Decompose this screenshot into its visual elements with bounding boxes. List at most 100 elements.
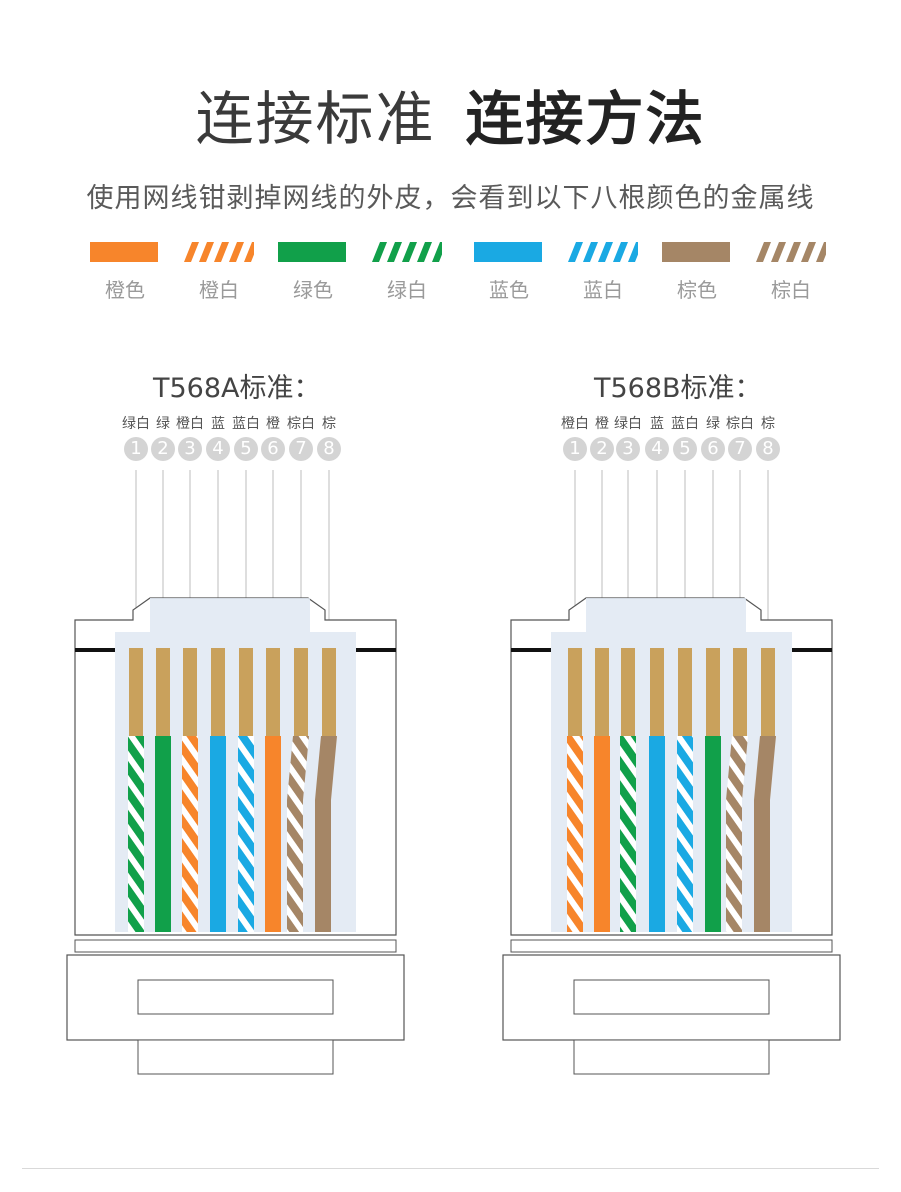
copper-contact xyxy=(595,648,609,736)
title-method: 连接方法 xyxy=(465,85,706,153)
pin-label: 橙 xyxy=(266,416,280,432)
color-legend: 橙色 橙白 绿色绿白 蓝色 蓝白棕色 棕白 xyxy=(0,242,901,312)
standard-b-title: T568B标准： xyxy=(594,373,762,404)
legend-stripe xyxy=(417,242,432,262)
legend-stripe xyxy=(598,242,613,262)
legend-stripe xyxy=(786,242,801,262)
copper-contact xyxy=(621,648,635,736)
legend-stripe xyxy=(756,242,771,262)
legend-label: 绿白 xyxy=(387,278,427,302)
pin-number: 6 xyxy=(701,437,725,461)
legend-swatch: 绿白 xyxy=(372,242,447,312)
legend-stripe xyxy=(613,242,628,262)
pin-number: 7 xyxy=(289,437,313,461)
copper-contact xyxy=(266,648,280,736)
pin-label: 橙白 xyxy=(176,416,204,432)
connector-svg xyxy=(66,470,405,1075)
wire xyxy=(315,736,337,932)
pin-label: 绿白 xyxy=(122,416,150,432)
copper-contact xyxy=(211,648,225,736)
wire xyxy=(265,736,281,932)
contact-bar-right xyxy=(792,648,832,652)
pin-number: 5 xyxy=(234,437,258,461)
pin-number: 2 xyxy=(590,437,614,461)
legend-label: 橙色 xyxy=(105,278,145,302)
legend-swatch-bar xyxy=(756,242,831,262)
copper-contact xyxy=(129,648,143,736)
legend-swatch: 橙色 xyxy=(90,242,160,312)
legend-stripe xyxy=(402,242,417,262)
wire xyxy=(238,736,254,932)
copper-contact xyxy=(568,648,582,736)
legend-label: 蓝色 xyxy=(489,278,529,302)
pin-label: 棕 xyxy=(322,416,336,432)
standard-a-title: T568A标准： xyxy=(153,373,321,404)
legend-stripe xyxy=(184,242,199,262)
wire xyxy=(705,736,721,932)
wire xyxy=(287,736,309,932)
copper-contact xyxy=(183,648,197,736)
legend-bar-fill xyxy=(474,242,542,262)
legend-swatch-bar xyxy=(372,242,447,262)
pin-label: 蓝白 xyxy=(671,416,699,432)
page-title: 连接标准连接方法 xyxy=(0,72,901,156)
contact-bar-left xyxy=(75,648,115,652)
pin-label: 蓝白 xyxy=(232,416,260,432)
pin-label: 蓝 xyxy=(650,416,664,432)
legend-stripe xyxy=(816,242,831,262)
wire xyxy=(594,736,610,932)
legend-swatch: 棕白 xyxy=(756,242,831,312)
legend-stripe xyxy=(214,242,229,262)
legend-stripe xyxy=(432,242,447,262)
legend-stripe xyxy=(199,242,214,262)
copper-contact xyxy=(294,648,308,736)
pin-number: 4 xyxy=(645,437,669,461)
legend-swatch: 绿色 xyxy=(278,242,348,312)
legend-swatch-bar xyxy=(184,242,259,262)
copper-contact xyxy=(239,648,253,736)
legend-swatch-bar xyxy=(90,242,158,262)
connector-svg xyxy=(502,470,841,1075)
wire xyxy=(649,736,665,932)
legend-swatch-bar xyxy=(662,242,730,262)
clear-housing xyxy=(551,632,792,932)
legend-stripe xyxy=(628,242,643,262)
pin-label: 棕白 xyxy=(287,416,315,432)
cable-stub xyxy=(137,1039,334,1075)
pin-label: 橙 xyxy=(595,416,609,432)
legend-label: 橙白 xyxy=(199,278,239,302)
legend-bar-fill xyxy=(278,242,346,262)
wire xyxy=(182,736,198,932)
pin-number: 3 xyxy=(178,437,202,461)
base-band xyxy=(74,939,397,953)
contact-bar-right xyxy=(356,648,396,652)
wire xyxy=(210,736,226,932)
pin-number: 2 xyxy=(151,437,175,461)
legend-swatch: 棕色 xyxy=(662,242,732,312)
pin-number: 8 xyxy=(317,437,341,461)
contact-bar-left xyxy=(511,648,551,652)
wire xyxy=(128,736,144,932)
wire xyxy=(677,736,693,932)
legend-label: 棕色 xyxy=(677,278,717,302)
legend-bar-fill xyxy=(662,242,730,262)
clear-housing-top xyxy=(586,598,746,632)
base-band xyxy=(510,939,833,953)
legend-swatch: 橙白 xyxy=(184,242,259,312)
cable-stub xyxy=(573,1039,770,1075)
legend-swatch: 蓝白 xyxy=(568,242,643,312)
wire xyxy=(567,736,583,932)
pin-number: 5 xyxy=(673,437,697,461)
pin-label: 蓝 xyxy=(211,416,225,432)
pin-number: 4 xyxy=(206,437,230,461)
legend-stripe xyxy=(771,242,786,262)
wire xyxy=(155,736,171,932)
legend-swatch-bar xyxy=(474,242,542,262)
copper-contact xyxy=(761,648,775,736)
pin-label: 绿 xyxy=(706,416,720,432)
legend-stripe xyxy=(583,242,598,262)
copper-contact xyxy=(156,648,170,736)
pin-number: 7 xyxy=(728,437,752,461)
wire xyxy=(726,736,748,932)
legend-stripe xyxy=(229,242,244,262)
